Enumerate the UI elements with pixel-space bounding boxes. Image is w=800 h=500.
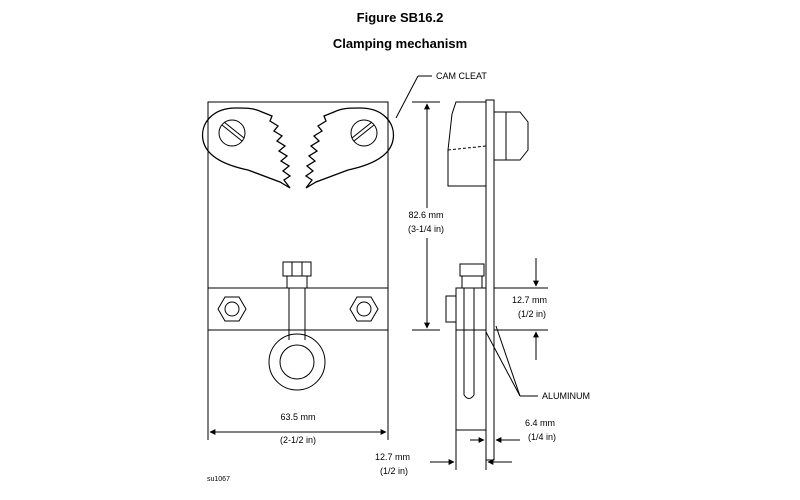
eye-bolt	[268, 261, 326, 391]
bottom-mm-label: 12.7 mm	[375, 452, 410, 462]
side-bolt-head	[493, 111, 507, 161]
side-bracket	[455, 287, 487, 331]
side-plate	[485, 99, 495, 461]
figure-subtitle: Clamping mechanism	[332, 36, 468, 51]
bar-in-label: (1/2 in)	[518, 309, 546, 319]
width-dimension: 63.5 mm (2-1/2 in)	[207, 330, 389, 445]
bar-dimension: 12.7 mm (1/2 in)	[494, 258, 548, 360]
front-crossbar	[207, 287, 389, 331]
plate-in-label: (1/4 in)	[528, 432, 556, 442]
left-cam-cleat	[201, 107, 292, 189]
front-plate	[207, 101, 389, 331]
right-cam-cleat	[304, 107, 395, 189]
width-in-label: (2-1/2 in)	[280, 435, 316, 445]
right-hex-nut	[349, 296, 379, 322]
front-view: 63.5 mm (2-1/2 in)	[201, 101, 395, 445]
plate-mm-label: 6.4 mm	[525, 418, 555, 428]
left-hex-nut	[217, 296, 247, 322]
bottom-in-label: (1/2 in)	[380, 466, 408, 476]
figure-title: Figure SB16.2	[356, 10, 444, 25]
aluminum-label: ALUMINUM	[542, 391, 590, 401]
bar-mm-label: 12.7 mm	[512, 295, 547, 305]
side-cam-profile	[447, 101, 486, 187]
drawing-id: su1067	[207, 476, 230, 483]
height-dimension: 82.6 mm (3-1/4 in)	[400, 101, 456, 331]
right-cam-screw	[350, 119, 378, 147]
aluminum-callout: ALUMINUM	[485, 325, 590, 401]
cam-cleat-callout: CAM CLEAT	[395, 71, 487, 119]
cam-cleat-label: CAM CLEAT	[436, 71, 487, 81]
height-in-label: (3-1/4 in)	[408, 224, 444, 234]
width-mm-label: 63.5 mm	[280, 412, 315, 422]
plate-dimension: 6.4 mm (1/4 in)	[470, 418, 556, 450]
height-mm-label: 82.6 mm	[408, 210, 443, 220]
left-cam-screw	[218, 119, 246, 147]
bottom-dimension: 12.7 mm (1/2 in)	[375, 430, 512, 476]
side-view	[445, 99, 529, 461]
